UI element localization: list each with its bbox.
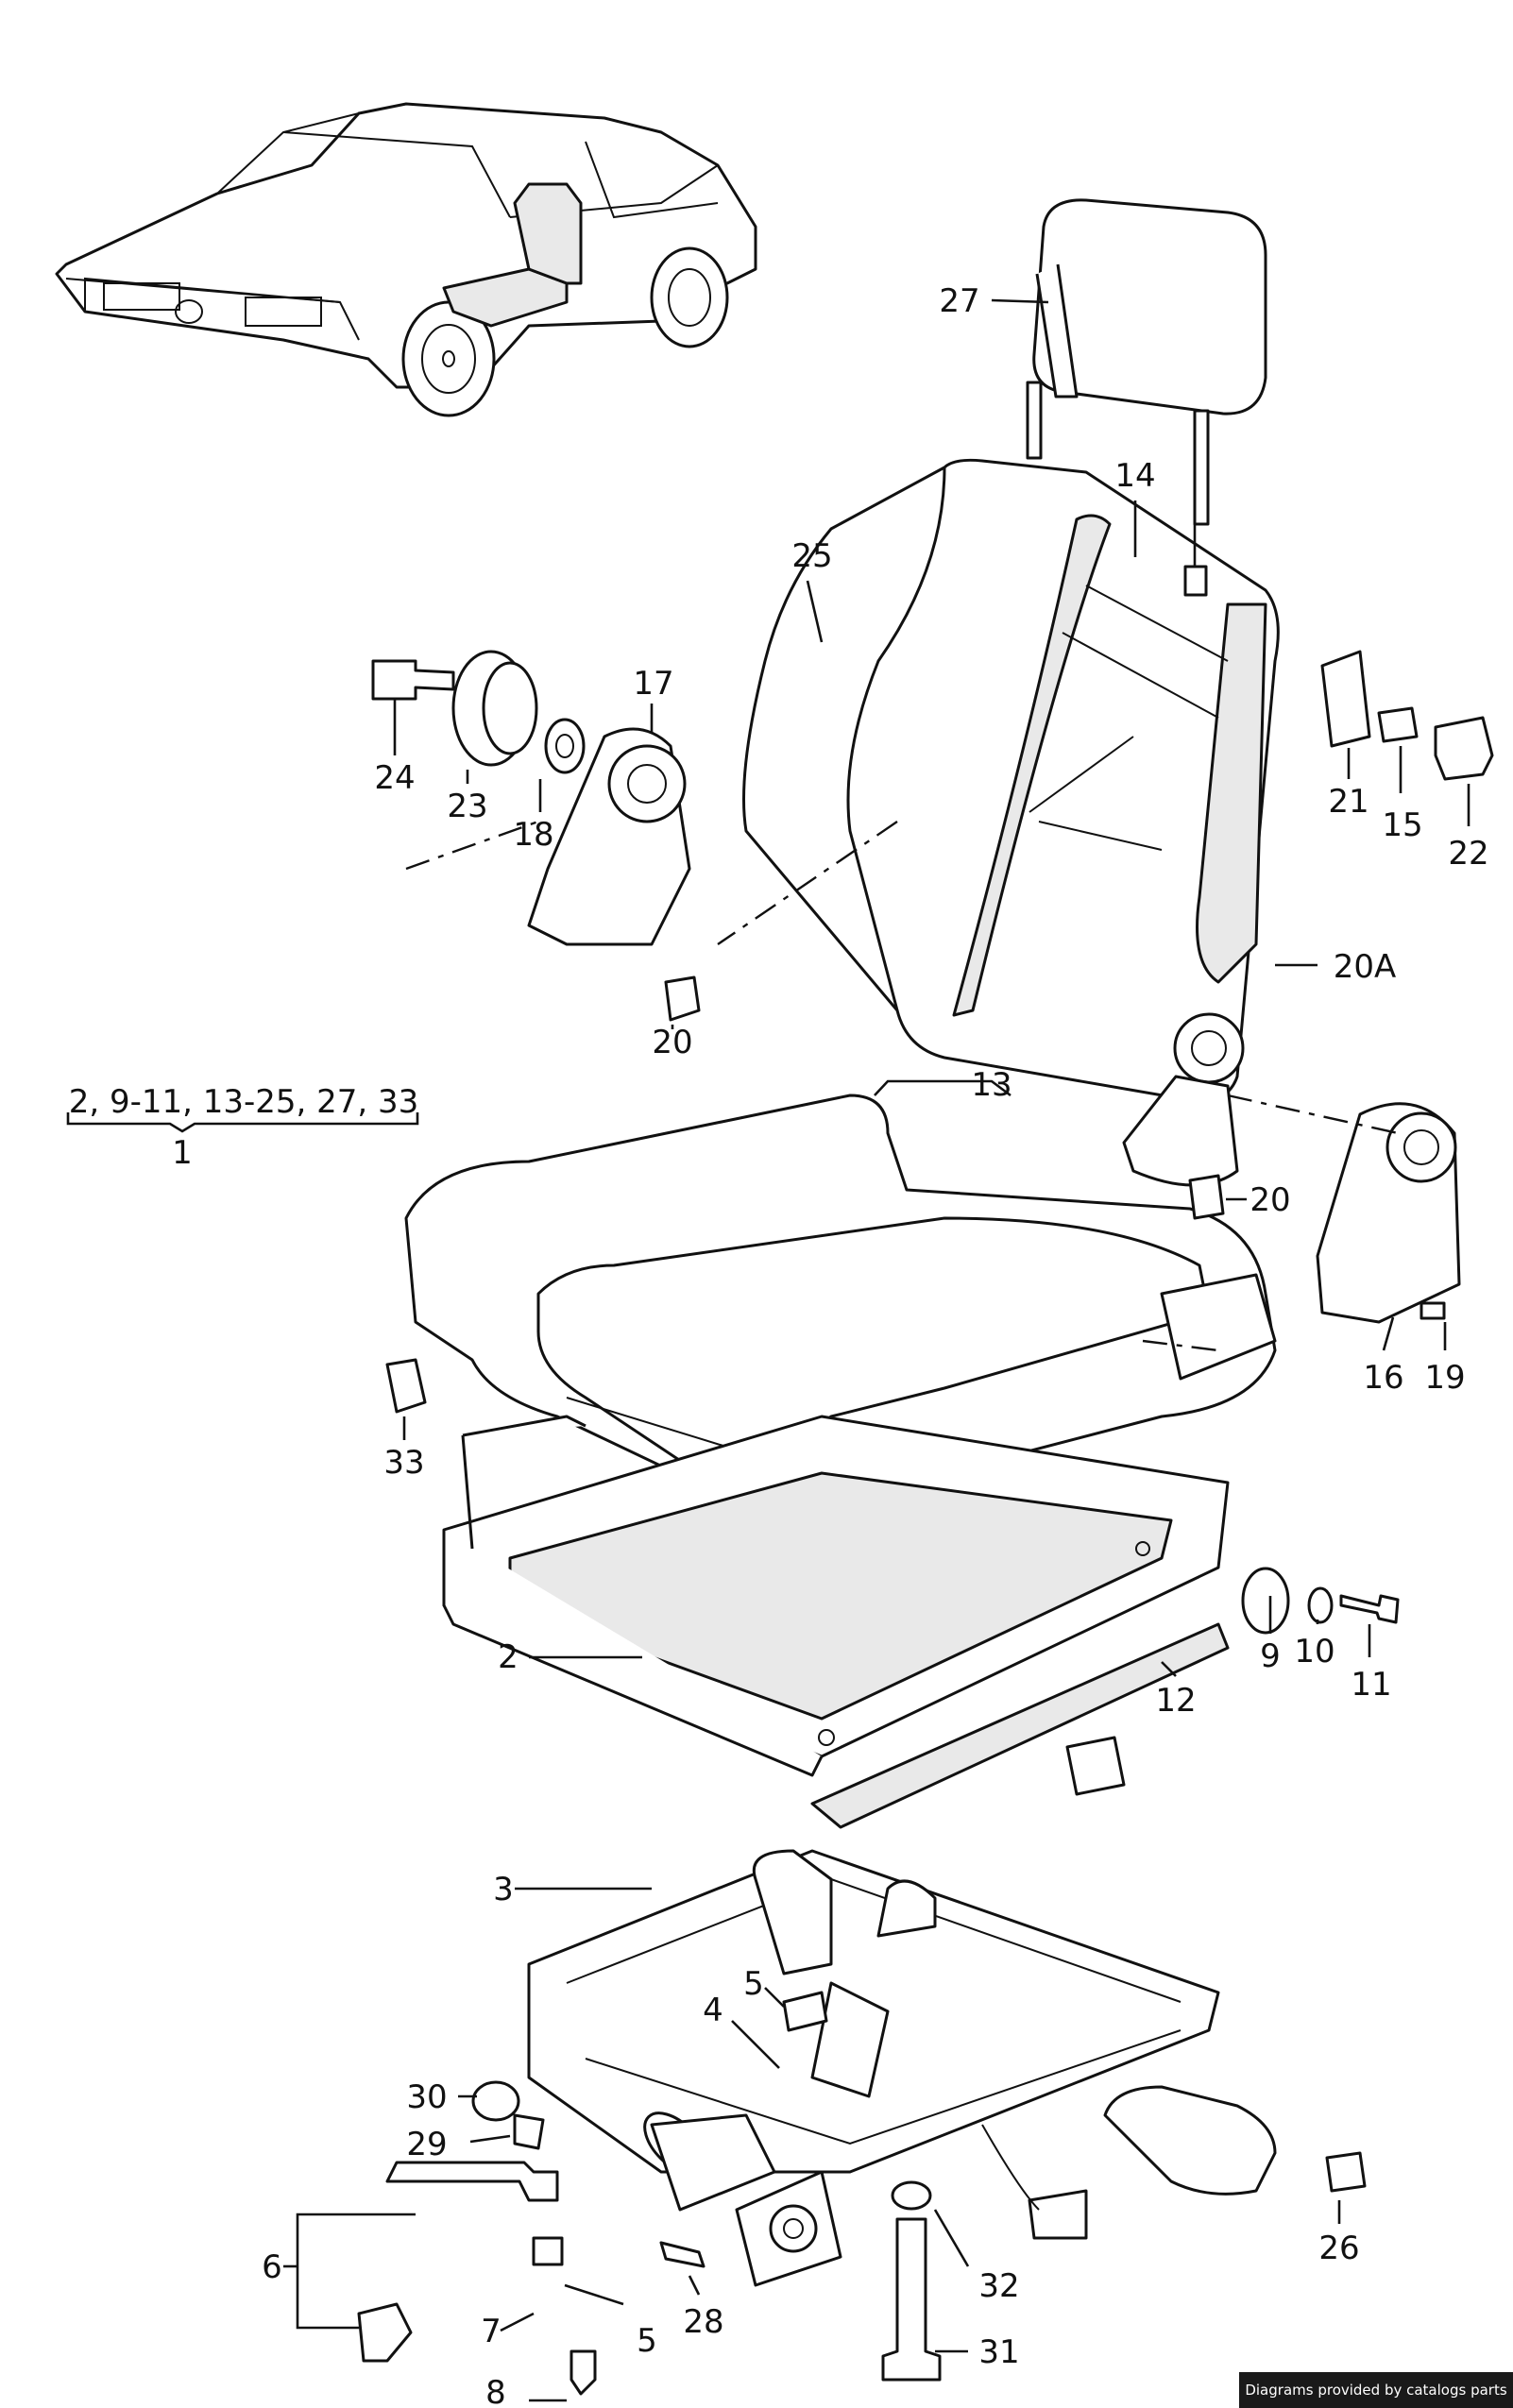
- callout-29: 29: [406, 2126, 447, 2163]
- callout-5-lower: 5: [637, 2322, 657, 2360]
- callout-4: 4: [703, 1992, 723, 2029]
- callout-8: 8: [485, 2374, 506, 2408]
- footer-credit: Diagrams provided by catalogs parts: [1239, 2372, 1513, 2408]
- callout-20-left: 20: [652, 1024, 692, 1061]
- callout-6: 6: [262, 2248, 282, 2286]
- callout-27: 27: [939, 282, 979, 320]
- callout-9: 9: [1260, 1637, 1281, 1675]
- callout-3: 3: [493, 1871, 514, 1908]
- assembly-lines: [405, 820, 1399, 1352]
- headrest: [1026, 198, 1267, 526]
- slide-rail: [810, 1622, 1230, 1829]
- lower-seat-frame: [527, 1849, 1277, 2287]
- seat-cushion: [404, 1094, 1277, 1560]
- bracket-range-label: 2, 9-11, 13-25, 27, 33: [69, 1083, 419, 1121]
- callout-7: 7: [481, 2313, 502, 2350]
- callout-2: 2: [498, 1638, 518, 1676]
- assembly-number-label: 1: [172, 1134, 193, 1172]
- callout-25: 25: [791, 537, 832, 575]
- callout-32: 32: [978, 2267, 1019, 2305]
- assembly-bracket: 2, 9-11, 13-25, 27, 33 1: [66, 1083, 419, 1172]
- callout-30: 30: [406, 2078, 447, 2116]
- callout-15: 15: [1382, 806, 1422, 844]
- callout-20-right: 20: [1250, 1181, 1290, 1219]
- callout-labels: 27 14 25 17 24 23 18 21 15 22 20A 20 20 …: [262, 282, 1488, 2408]
- callout-28: 28: [683, 2303, 723, 2341]
- callout-11: 11: [1351, 1666, 1391, 1704]
- callout-5-upper: 5: [743, 1965, 764, 2003]
- callout-31: 31: [978, 2333, 1019, 2371]
- callout-24: 24: [374, 759, 415, 797]
- callout-10: 10: [1294, 1633, 1334, 1670]
- seat-frame: [442, 1415, 1230, 1777]
- leader-lines: [283, 298, 1470, 2402]
- callout-14: 14: [1114, 457, 1155, 495]
- callout-19: 19: [1424, 1359, 1465, 1397]
- callout-17: 17: [633, 665, 673, 703]
- car-illustration: [55, 102, 757, 417]
- hardware-parts: [357, 650, 1494, 2396]
- backrest: [742, 458, 1280, 1187]
- callout-23: 23: [447, 788, 487, 825]
- callout-13: 13: [971, 1066, 1012, 1104]
- callout-21: 21: [1328, 783, 1368, 821]
- callout-12: 12: [1155, 1682, 1196, 1720]
- callout-18: 18: [513, 816, 553, 854]
- callout-16: 16: [1363, 1359, 1403, 1397]
- callout-33: 33: [383, 1444, 424, 1482]
- callout-26: 26: [1318, 2230, 1359, 2267]
- callout-22: 22: [1448, 835, 1488, 873]
- callout-20A: 20A: [1334, 948, 1397, 986]
